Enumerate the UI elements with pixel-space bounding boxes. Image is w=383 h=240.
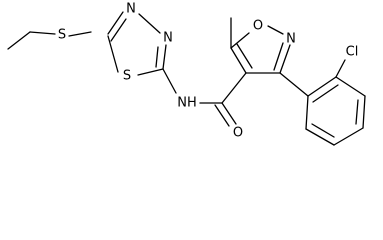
bond-s1-c5 xyxy=(107,35,119,73)
bond-c2-s1 xyxy=(137,68,164,76)
bond-c4-c5 xyxy=(230,47,247,74)
atom-label-thiadiazole-n4: N xyxy=(126,2,136,17)
bond-ph-c3-c4 xyxy=(362,95,366,129)
bond-ph-c2-cl xyxy=(335,59,346,78)
atom-label-amide-nh: NH xyxy=(177,96,197,111)
bond-n4-n3 xyxy=(138,13,161,34)
bond-c5-n4 xyxy=(107,11,124,35)
bond-ph-c4-c5 xyxy=(333,127,364,146)
bond-ph-c1-c2-inner xyxy=(312,84,339,103)
bond-n2-c3-inner xyxy=(273,42,284,71)
bond-ethyl-ch2-s xyxy=(29,31,56,35)
bond-carbonyl-to-c4 xyxy=(221,72,247,104)
bond-c4-c5-inner xyxy=(236,43,253,69)
bond-c5-n4-inner xyxy=(110,18,127,42)
bond-c5-o1 xyxy=(230,32,250,49)
atom-label-thioether-s: S xyxy=(58,28,66,43)
atom-label-thiadiazole-n3: N xyxy=(163,31,173,46)
bond-o1-n2 xyxy=(267,25,284,35)
atom-label-thiadiazole-s1: S xyxy=(123,69,131,84)
bond-ph-c1-c2 xyxy=(307,76,337,97)
bond-ph-c3-c4-inner xyxy=(355,99,359,125)
bond-carbonyl-co xyxy=(221,102,237,125)
atom-labels: S N N S NH O N O Cl xyxy=(58,2,358,141)
atom-label-isoxazole-o: O xyxy=(253,19,263,34)
atom-label-isoxazole-n: N xyxy=(286,32,296,47)
bond-n2-c3 xyxy=(279,44,291,74)
bond-s-thiadiazole-c5 xyxy=(68,31,92,37)
bond-n3-c2 xyxy=(162,44,167,70)
chemical-structure-diagram: S N N S NH O N O Cl xyxy=(7,2,366,146)
atom-label-chlorine: Cl xyxy=(346,45,359,60)
bond-ph-c5-c6-inner xyxy=(311,123,335,138)
bond-ethyl-ch3-ch2 xyxy=(7,31,31,50)
bond-ph-c5-c6 xyxy=(305,128,335,146)
atom-label-carbonyl-o: O xyxy=(233,126,243,141)
bond-c2-nh xyxy=(162,68,177,94)
bond-c3-phenyl xyxy=(279,72,309,97)
bond-ph-c6-c1 xyxy=(305,95,309,130)
bond-ph-c2-c3 xyxy=(335,76,366,97)
bond-n3-c2-inner xyxy=(155,46,159,68)
bond-lines xyxy=(7,11,366,146)
bond-carbonyl-co-inner xyxy=(214,104,230,127)
